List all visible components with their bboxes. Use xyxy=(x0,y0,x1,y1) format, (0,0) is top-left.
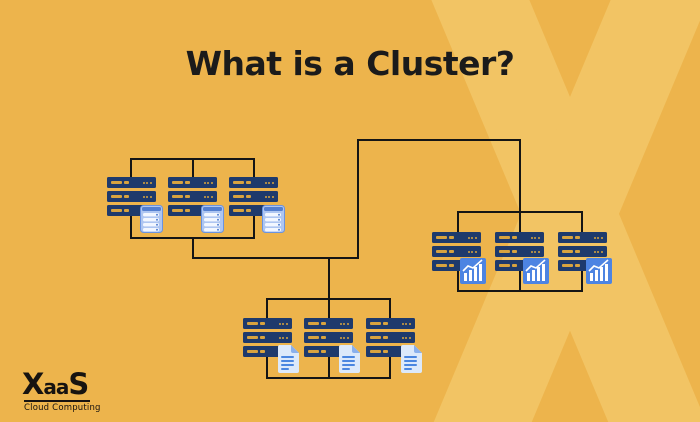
server-bar xyxy=(107,177,156,188)
server-bar xyxy=(432,232,481,243)
server-bar xyxy=(495,246,544,257)
server-bar xyxy=(107,191,156,202)
server-bar xyxy=(229,191,278,202)
server-bar xyxy=(366,318,415,329)
document-icon xyxy=(400,345,422,373)
document-icon xyxy=(338,345,360,373)
logo-letters-aa: aa xyxy=(43,375,69,399)
logo-divider xyxy=(24,400,90,402)
bar-chart-icon xyxy=(460,258,486,284)
logo-letter-s: S xyxy=(68,367,89,401)
server-bar xyxy=(243,318,292,329)
server-bar xyxy=(229,177,278,188)
bar-chart-icon xyxy=(586,258,612,284)
server-stack xyxy=(495,232,544,271)
server-stack xyxy=(229,177,278,216)
server-bar xyxy=(243,332,292,343)
server-stack xyxy=(432,232,481,271)
server-bar xyxy=(495,232,544,243)
database-icon xyxy=(201,205,224,233)
server-bar xyxy=(558,232,607,243)
logo-letter-x: X xyxy=(22,367,44,401)
database-icon xyxy=(262,205,285,233)
server-bar xyxy=(304,332,353,343)
server-bar xyxy=(168,177,217,188)
server-bar xyxy=(304,318,353,329)
server-bar xyxy=(168,191,217,202)
logo-tagline: Cloud Computing xyxy=(24,402,101,413)
server-bar xyxy=(558,246,607,257)
page-title: What is a Cluster? xyxy=(185,44,515,83)
server-bar xyxy=(366,332,415,343)
server-bar xyxy=(432,246,481,257)
document-icon xyxy=(277,345,299,373)
bar-chart-icon xyxy=(523,258,549,284)
server-stack xyxy=(243,318,292,357)
xaas-logo: X aa S Cloud Computing xyxy=(22,370,101,413)
database-icon xyxy=(140,205,163,233)
